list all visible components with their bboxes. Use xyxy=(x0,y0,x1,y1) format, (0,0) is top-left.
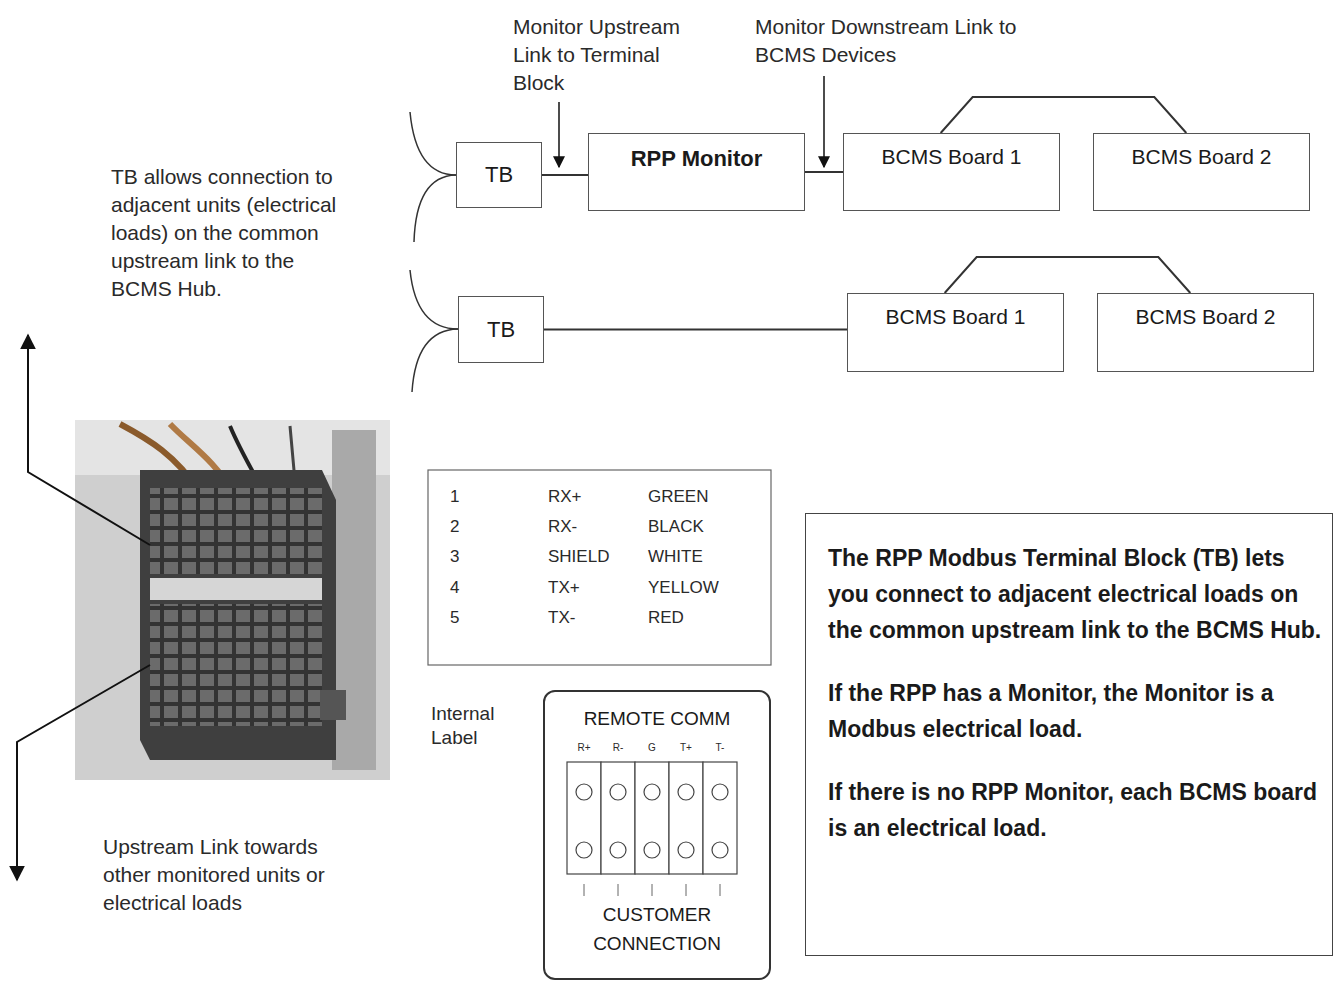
signal-name: TX- xyxy=(548,607,643,629)
screw xyxy=(712,842,728,858)
wire-mark xyxy=(584,884,585,896)
pointer-arrow xyxy=(823,76,825,167)
pin-number: 1 xyxy=(450,486,510,508)
terminal-cells xyxy=(150,488,322,574)
signal-name: RX- xyxy=(548,516,643,538)
note-box: The RPP Modbus Terminal Block (TB) lets … xyxy=(805,513,1333,956)
wire-mark xyxy=(618,884,619,896)
board-box: BCMS Board 2 xyxy=(1097,293,1314,372)
node-text: BCMS Board 1 xyxy=(850,144,1053,170)
terminal-block-body xyxy=(140,470,336,760)
pin-number: 3 xyxy=(450,546,510,568)
link-line xyxy=(945,257,1191,293)
terminal-label: T- xyxy=(705,742,735,754)
wire-colour: WHITE xyxy=(648,546,758,568)
terminal xyxy=(669,762,703,874)
board-box: BCMS Board 1 xyxy=(847,293,1064,372)
upstream-wire xyxy=(410,112,456,175)
node-text: If the RPP has a Monitor, the Monitor is… xyxy=(828,675,1322,747)
upstream-wire xyxy=(414,175,456,242)
screw xyxy=(610,784,626,800)
terminal-cells xyxy=(150,604,322,726)
link-line xyxy=(805,171,843,173)
terminal-block-box: TB xyxy=(456,142,542,208)
link-line xyxy=(544,329,847,331)
callout-note: Upstream Link towards other monitored un… xyxy=(103,833,371,917)
signal-name: SHIELD xyxy=(548,546,643,568)
terminal-label: R+ xyxy=(569,742,599,754)
terminal-block-box: TB xyxy=(458,296,544,363)
upstream-wire xyxy=(412,329,458,392)
internal-label-caption: Internal Label xyxy=(431,702,517,750)
wire-mark xyxy=(686,884,687,896)
node-text: RPP Monitor xyxy=(595,146,798,172)
node-text: The RPP Modbus Terminal Block (TB) lets … xyxy=(828,540,1322,648)
node-text: If there is no RPP Monitor, each BCMS bo… xyxy=(828,774,1322,846)
terminal-strip xyxy=(567,762,737,896)
photo-background xyxy=(75,420,390,780)
wire-colour: GREEN xyxy=(648,486,758,508)
terminal xyxy=(567,762,601,874)
node-text: TB xyxy=(461,162,537,188)
link-line xyxy=(941,97,1187,133)
wire-colour: BLACK xyxy=(648,516,758,538)
signal-name: TX+ xyxy=(548,577,643,599)
screw xyxy=(576,842,592,858)
terminal-label: G xyxy=(637,742,667,754)
node-text: BCMS Board 2 xyxy=(1100,144,1303,170)
leader-arrow xyxy=(28,335,150,545)
node-text: REMOTE COMM xyxy=(553,704,761,733)
signal-name: RX+ xyxy=(548,486,643,508)
pin-number: 2 xyxy=(450,516,510,538)
terminal xyxy=(601,762,635,874)
board-box: BCMS Board 2 xyxy=(1093,133,1310,211)
pointer-label: Monitor Upstream Link to Terminal Block xyxy=(513,13,708,97)
terminal-label: R- xyxy=(603,742,633,754)
node-text: CUSTOMER CONNECTION xyxy=(582,900,732,958)
screw xyxy=(678,784,694,800)
terminal-label: T+ xyxy=(671,742,701,754)
wire-mark xyxy=(720,884,721,896)
screw xyxy=(576,784,592,800)
wire-mark xyxy=(652,884,653,896)
callout-note: TB allows connection to adjacent units (… xyxy=(111,163,353,303)
link-line xyxy=(542,174,588,176)
screw xyxy=(644,842,660,858)
table-frame xyxy=(428,470,771,665)
monitor-box: RPP Monitor xyxy=(588,133,805,211)
screw xyxy=(712,784,728,800)
upstream-wire xyxy=(410,270,458,329)
pointer-label: Monitor Downstream Link to BCMS Devices xyxy=(755,13,1047,69)
wire-colour: RED xyxy=(648,607,758,629)
node-text: TB xyxy=(463,317,539,343)
node-text: BCMS Board 1 xyxy=(854,304,1057,330)
terminal xyxy=(703,762,737,874)
internal-label-box: REMOTE COMM CUSTOMER CONNECTION xyxy=(543,690,771,980)
pin-number: 5 xyxy=(450,607,510,629)
wire-colour: YELLOW xyxy=(648,577,758,599)
marker-strip xyxy=(150,578,322,600)
screw xyxy=(610,842,626,858)
screw xyxy=(678,842,694,858)
end-clamp xyxy=(320,690,346,720)
pin-number: 4 xyxy=(450,577,510,599)
node-text: BCMS Board 2 xyxy=(1104,304,1307,330)
pointer-arrow xyxy=(558,102,560,167)
screw xyxy=(644,784,660,800)
board-box: BCMS Board 1 xyxy=(843,133,1060,211)
terminal xyxy=(635,762,669,874)
